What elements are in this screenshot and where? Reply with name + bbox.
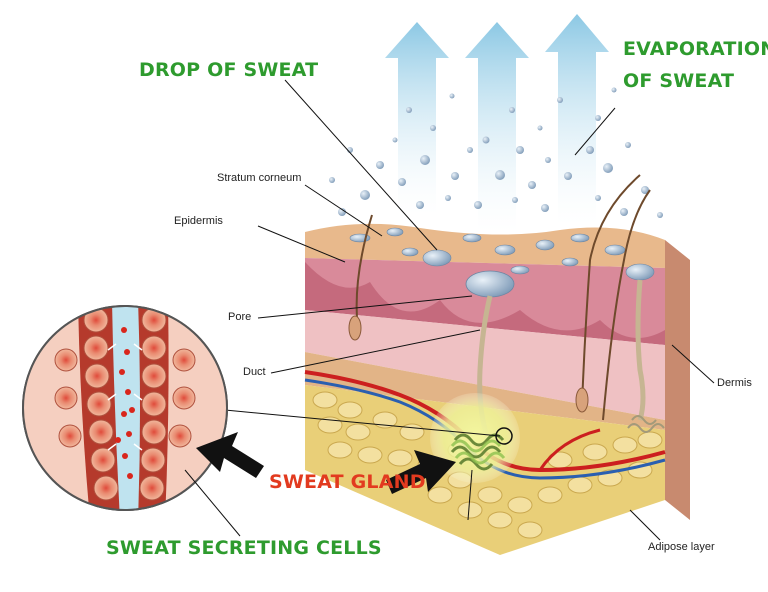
sweat-gland-highlight xyxy=(430,393,520,483)
pore-drop xyxy=(465,270,515,298)
label-adipose-layer: Adipose layer xyxy=(648,541,715,553)
label-epidermis: Epidermis xyxy=(174,215,223,227)
evaporation-arrow xyxy=(385,22,449,215)
label-drop-of-sweat: DROP OF SWEAT xyxy=(139,59,319,81)
label-dermis: Dermis xyxy=(717,377,752,389)
label-stratum-corneum: Stratum corneum xyxy=(217,172,302,184)
evaporation-arrow xyxy=(545,14,609,225)
label-sweat-gland: SWEAT GLAND xyxy=(269,471,426,493)
evaporation-arrow xyxy=(465,22,529,232)
pointer-arrow-right xyxy=(386,450,456,494)
magnified-sweat-gland xyxy=(22,305,501,511)
evaporation-arrows xyxy=(385,14,609,232)
leader-lines xyxy=(184,79,715,541)
label-sweat-secreting-cells: SWEAT SECRETING CELLS xyxy=(106,537,382,559)
pointer-arrows xyxy=(196,432,456,494)
label-pore: Pore xyxy=(228,311,252,323)
label-evaporation-line1: EVAPORATION xyxy=(623,38,768,60)
pointer-arrow-left xyxy=(196,432,264,478)
label-duct: Duct xyxy=(243,366,266,378)
skin-block xyxy=(304,174,690,555)
label-evaporation-line2: OF SWEAT xyxy=(623,70,735,92)
